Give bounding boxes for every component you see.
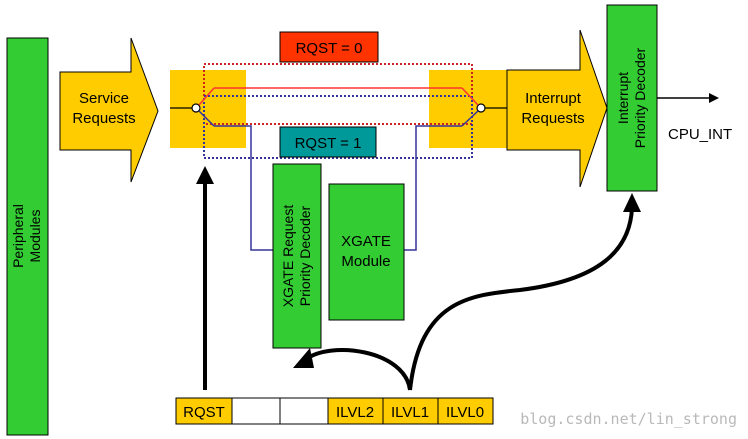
rqst1-label: RQST = 1	[295, 135, 362, 152]
register-cell-ilvl1	[382, 397, 439, 425]
rqst0-label-box	[279, 31, 379, 63]
interrupt-decoder-label-2: Priority Decoder	[632, 47, 648, 148]
rqst1-path-box	[203, 95, 473, 159]
peripheral-label-2: Modules	[27, 210, 43, 263]
right-switch-area	[429, 70, 507, 148]
xgate-module-label-1: XGATE	[341, 233, 391, 250]
rqst-up-arrowhead	[196, 166, 214, 184]
watermark-text: blog.csdn.net/lin_strong	[520, 410, 737, 428]
xgate-decoder-label-2: Priority Decoder	[297, 205, 313, 306]
rqst1-label-box	[279, 126, 377, 158]
peripheral-modules-block	[6, 37, 49, 436]
right-switch-arm-down	[461, 110, 479, 127]
left-switch-area	[170, 70, 246, 148]
blue-route-from-module	[404, 125, 430, 251]
left-switch-arm-up	[198, 87, 215, 106]
service-requests-arrow	[59, 37, 159, 183]
register-cell-ilvl2	[327, 397, 384, 425]
service-label-1: Service	[79, 90, 129, 107]
peripheral-label-1: Peripheral	[10, 204, 26, 268]
register-cell-ilvl1-text: ILVL1	[391, 404, 429, 421]
xgate-decoder-label-1: XGATE Request	[280, 205, 296, 308]
interrupt-requests-arrow	[506, 29, 608, 188]
interrupt-priority-decoder-block	[606, 4, 658, 192]
register-row: RQST ILVL2 ILVL1 ILVL0	[175, 397, 494, 425]
ilvl-to-xgate-arrowhead	[293, 348, 314, 368]
cpu-int-arrowhead	[709, 93, 719, 103]
ilvl-to-xgate-curve	[303, 348, 412, 391]
rqst0-path-box	[203, 63, 473, 125]
xgate-module-label-2: Module	[341, 253, 390, 270]
left-switch-pivot	[191, 103, 201, 113]
register-cell-empty-2	[279, 397, 329, 425]
register-cell-ilvl2-text: ILVL2	[336, 404, 374, 421]
interrupt-label-1: Interrupt	[525, 90, 582, 107]
right-switch-pivot	[476, 103, 486, 113]
register-cell-rqst-text: RQST	[183, 404, 225, 421]
register-cell-rqst	[175, 397, 233, 425]
register-cell-ilvl0-text: ILVL0	[446, 404, 484, 421]
interrupt-label-2: Requests	[521, 110, 584, 127]
blue-route-to-decoder	[246, 125, 273, 251]
ilvl-to-interrupt-curve	[408, 207, 634, 391]
service-label-2: Requests	[72, 110, 135, 127]
rqst0-label: RQST = 0	[296, 40, 363, 57]
interrupt-decoder-label-1: Interrupt	[615, 72, 631, 124]
left-switch-arm-down	[198, 110, 215, 127]
xgate-request-decoder-block	[272, 163, 322, 349]
right-switch-arm-up	[461, 87, 479, 106]
xgate-module-block	[328, 183, 405, 321]
register-cell-ilvl0	[437, 397, 494, 425]
register-cell-empty-1	[231, 397, 281, 425]
ilvl-to-interrupt-arrowhead	[623, 193, 641, 212]
cpu-int-label: CPU_INT	[668, 126, 732, 143]
